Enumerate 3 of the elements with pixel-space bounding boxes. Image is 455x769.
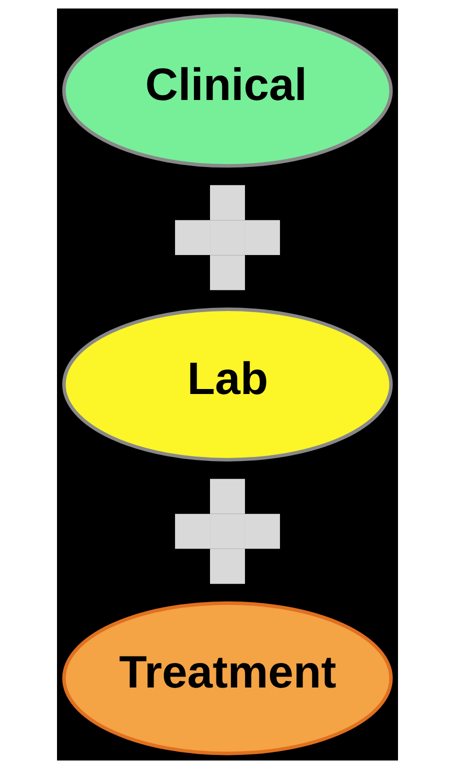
node-ellipse: Lab <box>62 308 393 462</box>
node-ellipse: Treatment <box>62 601 393 756</box>
node-ellipse: Clinical <box>62 14 393 168</box>
